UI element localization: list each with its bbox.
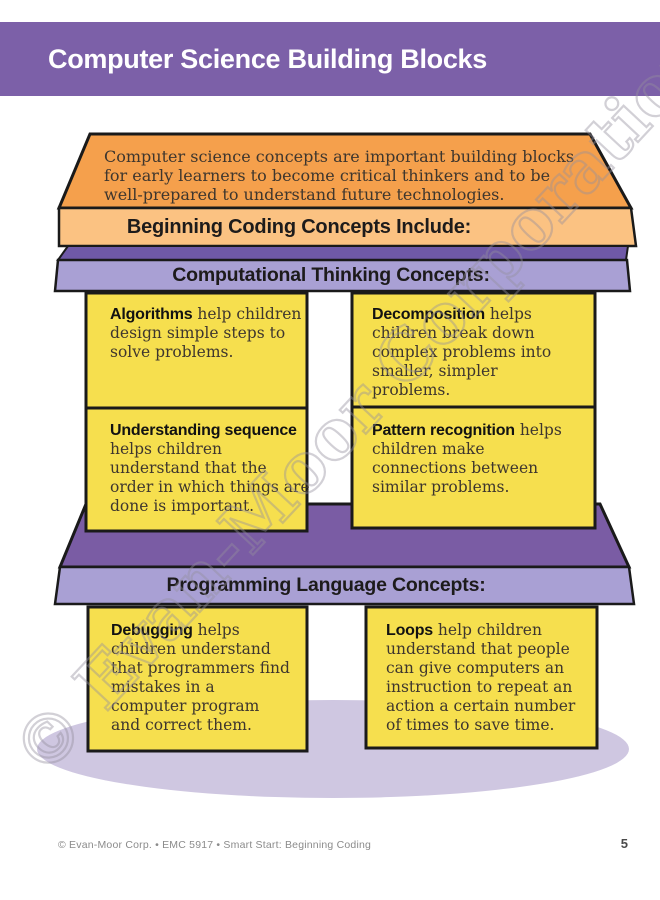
concept-description: help children design simple steps to sol… (110, 305, 302, 361)
page-title: Computer Science Building Blocks (48, 43, 487, 74)
concept-description: helps children make connections between … (372, 421, 562, 496)
orange-block-front-face (57, 206, 638, 248)
note-block-algorithms (84, 291, 309, 410)
note-block-understanding-sequence (84, 406, 309, 533)
computational-thinking-heading: Computational Thinking Concepts: (172, 264, 490, 286)
concept-pattern-recognition: Pattern recognition helps children make … (372, 421, 567, 497)
concept-term: Algorithms (110, 306, 193, 323)
concept-debugging: Debugging helps children understand that… (111, 621, 293, 735)
concept-term: Pattern recognition (372, 422, 515, 439)
concept-algorithms: Algorithms help children design simple s… (110, 305, 302, 362)
intro-line: Computer science concepts are important … (104, 147, 575, 166)
footer-credit: © Evan-Moor Corp. • EMC 5917 • Smart Sta… (58, 839, 372, 851)
programming-bar-front-face (53, 565, 636, 606)
page-header-bar: Computer Science Building Blocks (0, 22, 660, 96)
concept-description: help children understand that people can… (386, 621, 576, 734)
page-number: 5 (620, 836, 628, 851)
note-block-pattern-recognition (350, 405, 597, 530)
concept-term: Debugging (111, 622, 193, 639)
note-block-loops (364, 605, 599, 750)
concept-term: Loops (386, 622, 433, 639)
concept-description: helps children understand that programme… (111, 621, 290, 734)
computational-bar-front-face (53, 258, 632, 293)
note-block-decomposition (350, 291, 597, 409)
computational-bar-top-face (56, 245, 630, 261)
concept-term: Understanding sequence (110, 422, 297, 439)
intro-paragraph: Computer science concepts are important … (104, 147, 604, 204)
beginning-coding-banner: Beginning Coding Concepts Include: (126, 216, 472, 238)
concept-loops: Loops help children understand that peop… (386, 621, 584, 735)
concept-description: helps children understand that the order… (110, 440, 310, 515)
concept-description: helps children break down complex proble… (372, 305, 552, 399)
concept-understanding-sequence: Understanding sequence helps children un… (110, 421, 310, 516)
intro-line: for early learners to become critical th… (104, 166, 551, 185)
programming-language-heading: Programming Language Concepts: (166, 574, 486, 596)
concept-term: Decomposition (372, 306, 485, 323)
concept-decomposition: Decomposition helps children break down … (372, 305, 580, 400)
note-block-debugging (86, 605, 309, 753)
intro-line: well-prepared to understand future techn… (104, 185, 505, 204)
